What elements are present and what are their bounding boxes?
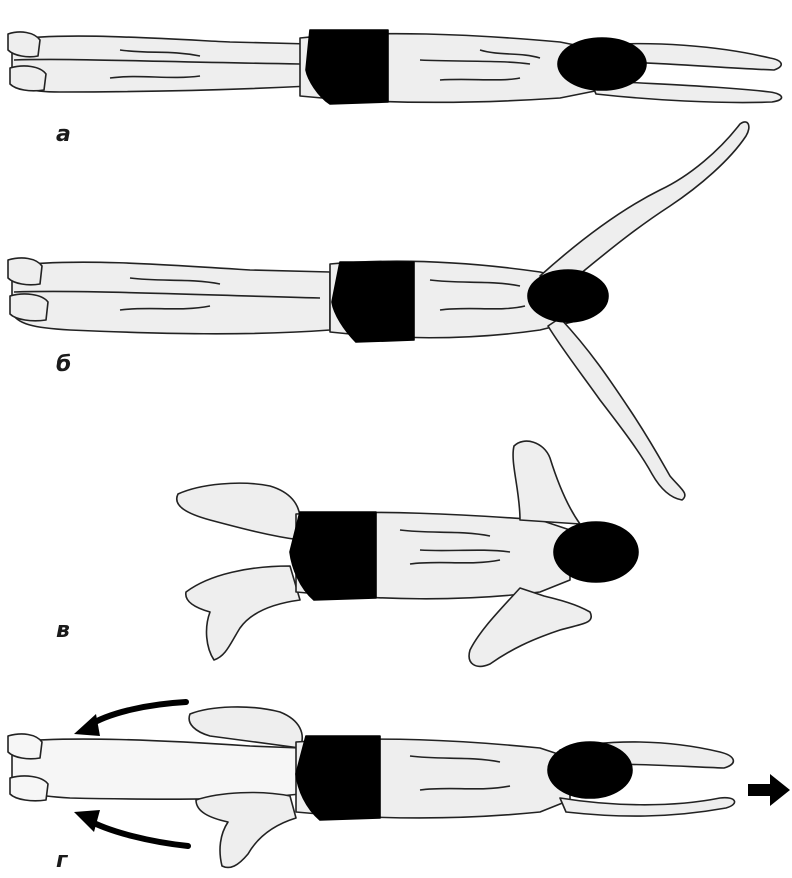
- swimmer-panel-b: [8, 122, 749, 500]
- forward-direction-arrow: [748, 774, 790, 806]
- kick-arrow-upper: [88, 702, 186, 726]
- kick-arrow-lower-head: [74, 810, 100, 832]
- panel-label-d: г: [56, 850, 68, 872]
- panel-label-b: б: [56, 354, 71, 376]
- kick-arrow-upper-head: [74, 714, 100, 736]
- swimmer-panel-d: [8, 707, 735, 868]
- panel-label-c: в: [56, 620, 70, 642]
- swimmer-panel-c: [177, 441, 638, 666]
- kick-arrow-lower: [88, 820, 188, 846]
- swimmer-panel-a: [8, 30, 782, 104]
- panel-label-a: а: [56, 124, 71, 146]
